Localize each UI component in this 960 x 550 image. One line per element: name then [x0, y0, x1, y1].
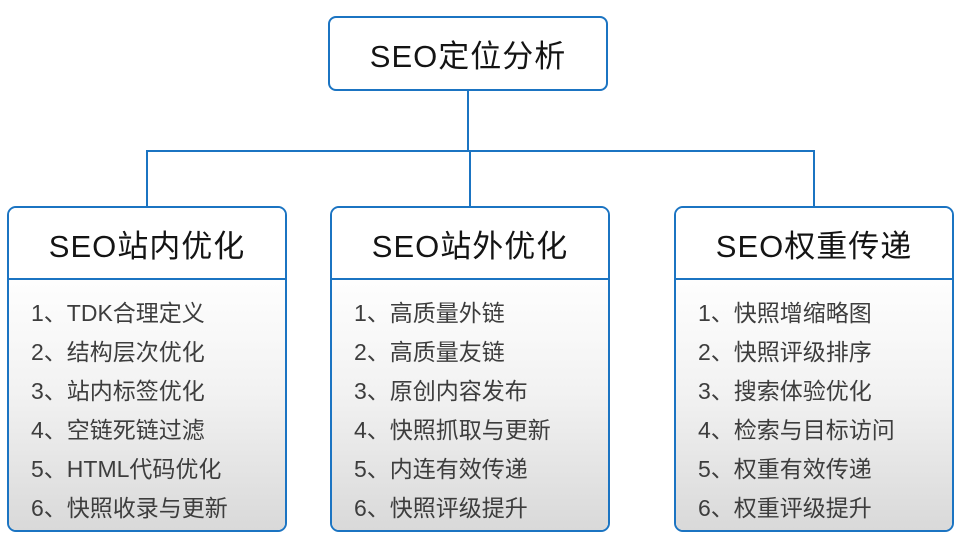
- list-item: 1、TDK合理定义: [31, 300, 205, 326]
- list-item: 5、内连有效传递: [354, 456, 528, 482]
- column-header: SEO站内优化: [9, 208, 285, 280]
- list-item: 1、高质量外链: [354, 300, 505, 326]
- list-item: 6、权重评级提升: [698, 495, 872, 521]
- list-item: 5、HTML代码优化: [31, 456, 222, 482]
- list-item: 3、原创内容发布: [354, 378, 528, 404]
- connector-root-trunk: [467, 91, 469, 151]
- list-item: 4、空链死链过滤: [31, 417, 205, 443]
- column-onsite-optimization: SEO站内优化 1、TDK合理定义 2、结构层次优化 3、站内标签优化 4、空链…: [7, 206, 287, 532]
- column-offsite-optimization: SEO站外优化 1、高质量外链 2、高质量友链 3、原创内容发布 4、快照抓取与…: [330, 206, 610, 532]
- column-item-list: 1、高质量外链 2、高质量友链 3、原创内容发布 4、快照抓取与更新 5、内连有…: [332, 280, 608, 530]
- list-item: 3、站内标签优化: [31, 378, 205, 404]
- list-item: 4、快照抓取与更新: [354, 417, 551, 443]
- column-header-label: SEO站内优化: [48, 228, 246, 264]
- list-item: 2、快照评级排序: [698, 339, 872, 365]
- root-node-label: SEO定位分析: [369, 39, 567, 74]
- column-item-list: 1、快照增缩略图 2、快照评级排序 3、搜索体验优化 4、检索与目标访问 5、权…: [676, 280, 952, 530]
- column-header: SEO站外优化: [332, 208, 608, 280]
- connector-horizontal-bar: [146, 150, 815, 152]
- list-item: 4、检索与目标访问: [698, 417, 895, 443]
- column-header-label: SEO权重传递: [715, 228, 913, 264]
- column-header: SEO权重传递: [676, 208, 952, 280]
- list-item: 5、权重有效传递: [698, 456, 872, 482]
- list-item: 6、快照评级提升: [354, 495, 528, 521]
- list-item: 6、快照收录与更新: [31, 495, 228, 521]
- connector-drop-right: [813, 150, 815, 207]
- connector-drop-left: [146, 150, 148, 207]
- column-header-label: SEO站外优化: [371, 228, 569, 264]
- list-item: 2、高质量友链: [354, 339, 505, 365]
- list-item: 3、搜索体验优化: [698, 378, 872, 404]
- connector-drop-center: [469, 150, 471, 207]
- root-node-seo-positioning-analysis: SEO定位分析: [328, 16, 608, 91]
- column-item-list: 1、TDK合理定义 2、结构层次优化 3、站内标签优化 4、空链死链过滤 5、H…: [9, 280, 285, 530]
- list-item: 1、快照增缩略图: [698, 300, 872, 326]
- column-weight-transfer: SEO权重传递 1、快照增缩略图 2、快照评级排序 3、搜索体验优化 4、检索与…: [674, 206, 954, 532]
- list-item: 2、结构层次优化: [31, 339, 205, 365]
